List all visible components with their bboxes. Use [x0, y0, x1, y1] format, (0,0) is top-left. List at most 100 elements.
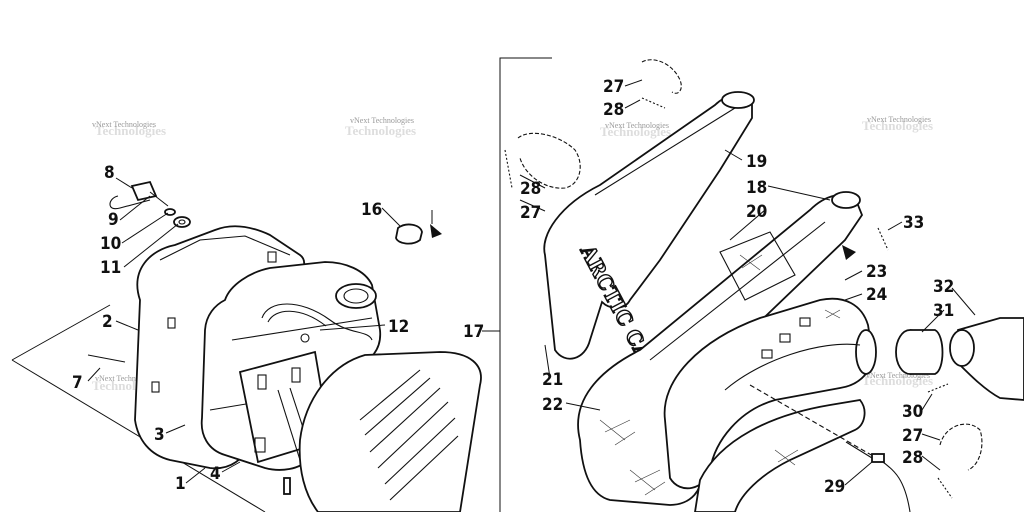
callout-29: 29 [824, 477, 845, 497]
callout-24: 24 [866, 285, 887, 305]
chamber-outlet [831, 191, 861, 209]
callout-3: 3 [154, 425, 165, 445]
callout-28a: 28 [603, 100, 624, 120]
lower-pipe [694, 399, 866, 512]
pin-head [130, 180, 158, 202]
clamp-strap [939, 423, 983, 471]
callout-10: 10 [100, 234, 121, 254]
callouts: 8 9 10 11 2 7 3 4 1 16 12 17 27 28 19 18… [72, 77, 954, 497]
clamp-strap [517, 132, 581, 189]
spring [877, 227, 889, 251]
callout-2: 2 [102, 312, 113, 332]
housing-slot [167, 317, 176, 329]
grille-slot [359, 369, 421, 421]
callout-31: 31 [933, 301, 954, 321]
callout-1: 1 [175, 474, 186, 494]
callout-22: 22 [542, 395, 563, 415]
grille-slot [384, 417, 456, 485]
bracket-line [11, 304, 111, 361]
callout-30: 30 [902, 402, 923, 422]
clamp-strap [641, 59, 682, 94]
screw [87, 354, 126, 363]
shield-tab [257, 374, 267, 390]
bolt [283, 477, 291, 495]
chamber-seam [649, 221, 826, 361]
sensor-axis [749, 384, 881, 461]
callout-23: 23 [866, 262, 887, 282]
housing-slot [267, 251, 277, 263]
callout-12: 12 [388, 317, 409, 337]
grille-slot [377, 401, 449, 469]
leader-lines [87, 79, 976, 486]
muffler-assembly [87, 180, 482, 512]
watermark-ghost: Technologies [862, 373, 933, 388]
callout-19: 19 [746, 152, 767, 172]
silencer-seam [594, 107, 736, 196]
strap-clip [300, 333, 310, 343]
callout-20: 20 [746, 202, 767, 222]
bracket-line [499, 57, 552, 512]
watermark: vNext Technologies [605, 121, 669, 130]
callout-18: 18 [746, 178, 767, 198]
chamber-shield [719, 231, 796, 301]
silencer-outlet [721, 91, 755, 109]
coupler-ring [910, 329, 944, 375]
muffler-strap [261, 303, 373, 341]
shield-tab [291, 367, 301, 383]
flange-opening [949, 329, 975, 367]
direction-arrow [842, 245, 856, 260]
callout-7: 7 [72, 373, 83, 393]
callout-17: 17 [463, 322, 484, 342]
callout-33: 33 [903, 213, 924, 233]
sensor-body [871, 453, 885, 463]
shield-rib [277, 389, 301, 461]
mesh-hatching [599, 254, 841, 496]
pin-shaft [149, 191, 169, 207]
callout-32: 32 [933, 277, 954, 297]
watermark: vNext Technologies [867, 115, 931, 124]
header-port [799, 317, 811, 327]
watermark: vNext Technologies [95, 374, 159, 383]
outlet-spout [335, 283, 377, 309]
callout-8: 8 [104, 163, 115, 183]
spring [937, 477, 953, 499]
watermark-ghost: Technologies [600, 124, 671, 139]
gasket [395, 223, 423, 245]
header-contour [724, 343, 861, 391]
callout-11: 11 [100, 258, 121, 278]
muffler-strap [267, 310, 327, 327]
callout-16: 16 [361, 200, 382, 220]
grommet-hole [178, 219, 186, 225]
housing-edge [159, 235, 291, 261]
cotter-pin [109, 195, 151, 210]
callout-27a: 27 [603, 77, 624, 97]
grille-slot [389, 435, 459, 501]
header-port [761, 349, 773, 359]
shield-tab [254, 437, 266, 453]
expansion-chamber-assembly: ARCTIC CAT [504, 59, 1024, 512]
spring [504, 149, 513, 189]
watermark: vNext Technologies [92, 120, 156, 129]
callout-28c: 28 [902, 448, 923, 468]
silencer [543, 93, 753, 360]
callout-28b: 28 [520, 179, 541, 199]
exhaust-flange [957, 317, 1024, 401]
sensor-probe [845, 441, 873, 459]
watermark: vNext Technologies [866, 371, 930, 380]
header-flange [855, 329, 877, 375]
callout-27b: 27 [520, 203, 541, 223]
callout-21: 21 [542, 370, 563, 390]
outlet-spout-inner [343, 288, 369, 304]
bracket-line [11, 359, 266, 512]
header-port [779, 333, 791, 343]
watermark-ghost: Technologies [345, 123, 416, 138]
grille-slot [364, 377, 431, 436]
grille-slot [369, 387, 441, 453]
callout-27c: 27 [902, 426, 923, 446]
callout-4: 4 [210, 464, 221, 484]
watermark-ghost: Technologies [862, 118, 933, 133]
spring [641, 97, 666, 109]
callout-9: 9 [108, 210, 119, 230]
watermark: vNext Technologies [350, 116, 414, 125]
